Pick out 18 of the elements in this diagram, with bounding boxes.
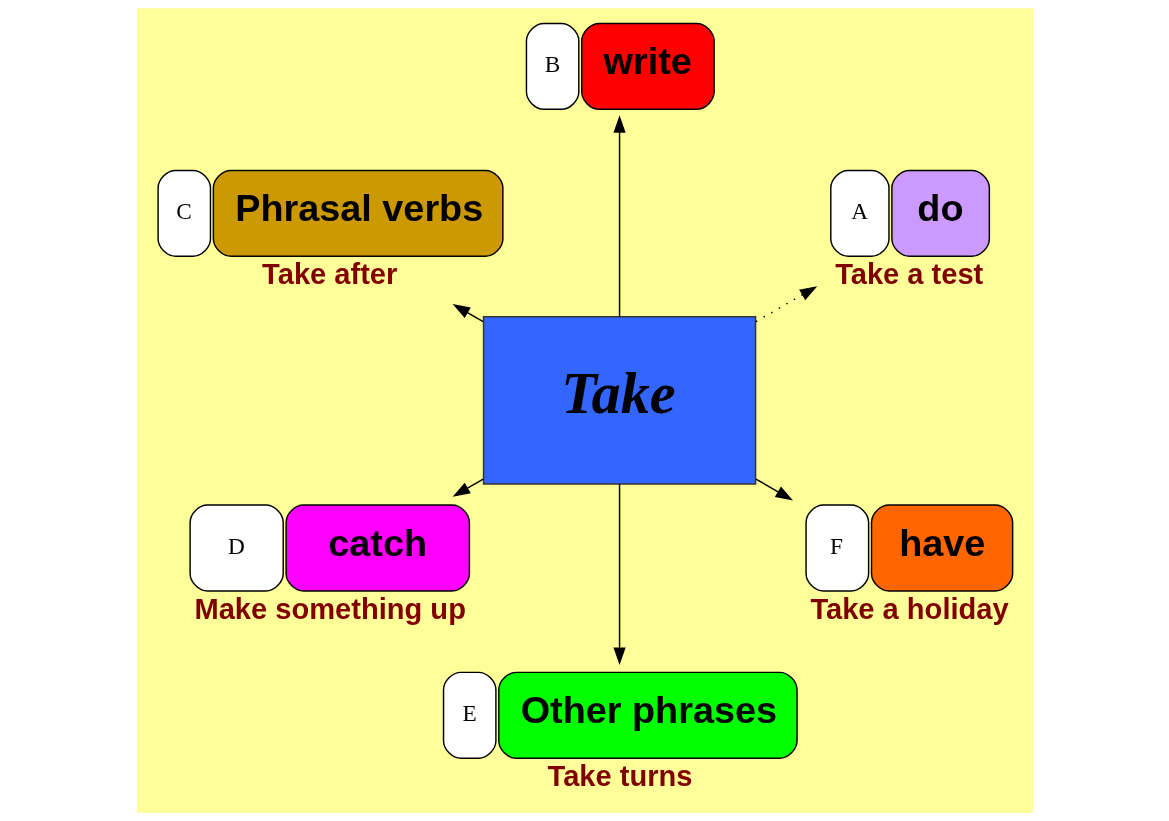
node-label: Take turns <box>547 759 692 792</box>
node-label: B <box>544 50 560 77</box>
node-label: Take after <box>261 257 397 290</box>
arrow <box>754 478 793 501</box>
arrow <box>452 303 484 323</box>
node-label: C <box>175 197 192 224</box>
arrow <box>612 483 626 665</box>
arrow <box>754 286 817 323</box>
node-label: D <box>227 532 245 559</box>
node-label: Take a test <box>834 257 983 290</box>
node-label: E <box>461 699 477 726</box>
node-label: Take a holiday <box>809 592 1009 625</box>
node-box: Take <box>482 315 756 485</box>
arrow <box>452 478 484 497</box>
node-label: Make something up <box>193 592 466 625</box>
node-label: A <box>850 197 868 224</box>
arrow <box>612 115 626 318</box>
node-label: F <box>829 532 843 559</box>
